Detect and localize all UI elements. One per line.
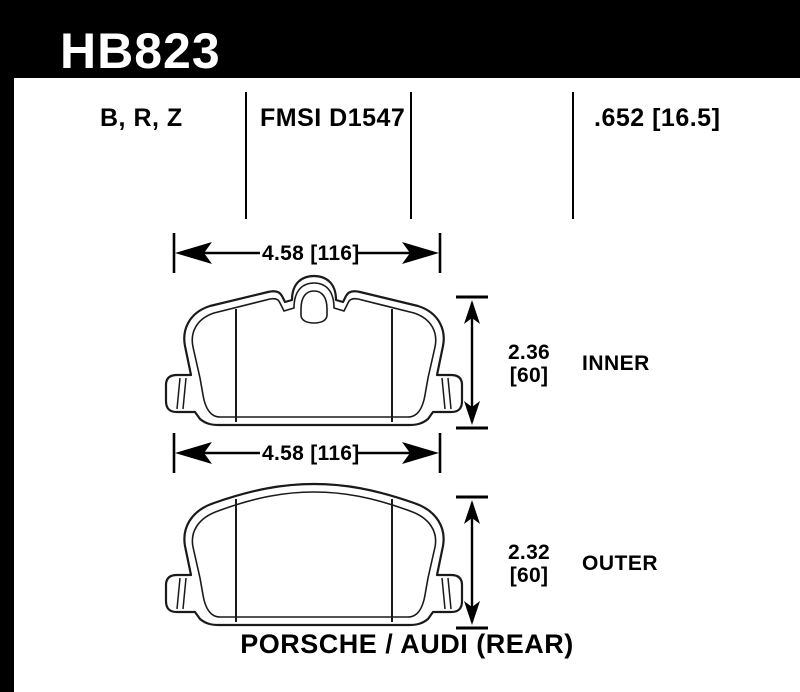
inner-pad-ear-slot-right-b [441, 377, 446, 410]
outer-width-dimension-label: 4.58 [116] [262, 442, 360, 465]
inner-width-arrowhead-right [402, 242, 439, 264]
outer-side-label: OUTER [582, 552, 658, 575]
spec-divider-2 [410, 92, 412, 219]
vehicle-application-label: PORSCHE / AUDI (REAR) [240, 629, 574, 659]
spec-divider-3 [572, 92, 574, 219]
inner-width-arrowhead-left [175, 242, 212, 264]
inner-width-dimension-label: 4.58 [116] [262, 242, 360, 265]
inner-height-dimension-metric: [60] [509, 364, 549, 387]
inner-height-arrowhead-bottom [464, 401, 480, 425]
frame-left-border [0, 0, 14, 692]
inner-pad-outer-contour [164, 274, 464, 427]
outer-height-dimension-value: 2.32 [507, 541, 551, 564]
outer-height-arrowhead-top [464, 500, 480, 524]
outer-pad-ear-slot-left-b [182, 577, 187, 610]
compound-codes: B, R, Z [100, 104, 183, 132]
spec-row: B, R, Z FMSI D1547 .652 [16.5] [14, 78, 800, 223]
inner-height-arrowhead-top [464, 300, 480, 324]
header-bar: HB823 [14, 14, 800, 78]
inner-height-dimension-value: 2.36 [507, 341, 551, 364]
outer-pad-ear-slot-right-b [441, 577, 446, 610]
fmsi-number: FMSI D1547 [260, 104, 406, 132]
outer-height-arrowhead-bottom [464, 601, 480, 625]
technical-drawing: 4.58 [116] 2.36 [60] INNER 4.58 [116] 2.… [14, 223, 800, 692]
inner-pad-ear-slot-left-a [176, 377, 181, 410]
outer-pad-friction-line [191, 491, 437, 618]
outer-width-arrowhead-left [175, 442, 212, 464]
spec-divider-1 [245, 92, 247, 219]
drawing-vector-layer [164, 233, 488, 630]
outer-pad-ear-slot-left-a [176, 577, 181, 610]
outer-width-arrowhead-right [402, 442, 439, 464]
outer-pad-outer-contour [164, 482, 464, 627]
inner-pad-friction-line [191, 282, 437, 418]
outer-pad-ear-slot-right-a [447, 577, 452, 610]
frame-top-border [0, 0, 800, 14]
inner-side-label: INNER [582, 352, 650, 375]
inner-pad-ear-slot-left-b [182, 377, 187, 410]
inner-pad-center-notch [300, 290, 328, 324]
pad-thickness: .652 [16.5] [594, 104, 721, 132]
inner-pad-ear-slot-right-a [447, 377, 452, 410]
part-number: HB823 [60, 23, 221, 79]
outer-height-dimension-metric: [60] [509, 564, 549, 587]
